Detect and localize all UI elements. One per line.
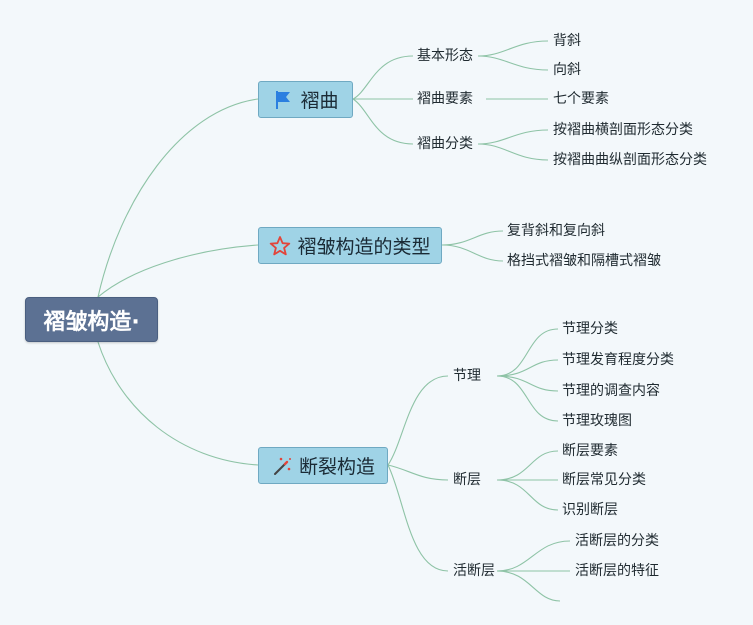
connector-b1-to-fenlei [352, 98, 414, 145]
leaf-jieli-diaocha[interactable]: 节理的调查内容 [562, 383, 660, 399]
blue-flag-icon [272, 89, 294, 111]
root-node-label: 褶皱构造· [43, 309, 140, 335]
red-star-outline-icon [269, 235, 291, 257]
connector-b1-to-jibenxingtai [352, 55, 414, 100]
leaf-shibie-duanceng[interactable]: 识别断层 [562, 502, 618, 518]
leaf-qige-yaosu[interactable]: 七个要素 [553, 91, 609, 107]
leaf-jieli-fenlei[interactable]: 节理分类 [562, 321, 618, 337]
leaf-zong-poumian[interactable]: 按褶曲曲纵剖面形态分类 [553, 152, 707, 168]
topic-zhouqu-yaosu[interactable]: 褶曲要素 [417, 91, 473, 107]
leaf-huoduanceng-fenlei[interactable]: 活断层的分类 [575, 533, 659, 549]
topic-jibenxingtai[interactable]: 基本形态 [417, 48, 473, 64]
topic-huoduanceng[interactable]: 活断层 [453, 563, 495, 579]
topic-jieli[interactable]: 节理 [453, 368, 481, 384]
topic-zhouqu-fenlei[interactable]: 褶曲分类 [417, 136, 473, 152]
leaf-duanceng-yaosu[interactable]: 断层要素 [562, 443, 618, 459]
connector-root-to-branch-1 [97, 98, 259, 298]
connector-root-to-branch-3 [97, 341, 259, 466]
branch-node-label: 褶曲 [300, 90, 339, 112]
leaf-beixie[interactable]: 背斜 [553, 33, 581, 49]
connector-root-to-branch-2 [97, 244, 259, 298]
leaf-jieli-fayu[interactable]: 节理发育程度分类 [562, 352, 674, 368]
leaf-heng-poumian[interactable]: 按褶曲横剖面形态分类 [553, 122, 693, 138]
branch-node-label: 断裂构造 [298, 456, 375, 478]
branch-node-label: 褶皱构造的类型 [297, 236, 431, 258]
topic-duanceng[interactable]: 断层 [453, 472, 481, 488]
topic-gedangshi[interactable]: 格挡式褶皱和隔槽式褶皱 [507, 253, 661, 269]
leaf-duanceng-fenlei[interactable]: 断层常见分类 [562, 472, 646, 488]
leaf-xiangxie[interactable]: 向斜 [553, 62, 581, 78]
leaf-huoduanceng-tezheng[interactable]: 活断层的特征 [575, 563, 659, 579]
magic-wand-icon [271, 455, 293, 477]
topic-fubeixie[interactable]: 复背斜和复向斜 [507, 223, 605, 239]
branch-node-duanlie[interactable]: 断裂构造 [258, 447, 388, 484]
branch-node-zhouqu[interactable]: 褶曲 [258, 81, 353, 118]
root-node[interactable]: 褶皱构造· [25, 297, 158, 342]
leaf-jieli-meigui[interactable]: 节理玫瑰图 [562, 413, 632, 429]
branch-node-types[interactable]: 褶皱构造的类型 [258, 227, 442, 264]
